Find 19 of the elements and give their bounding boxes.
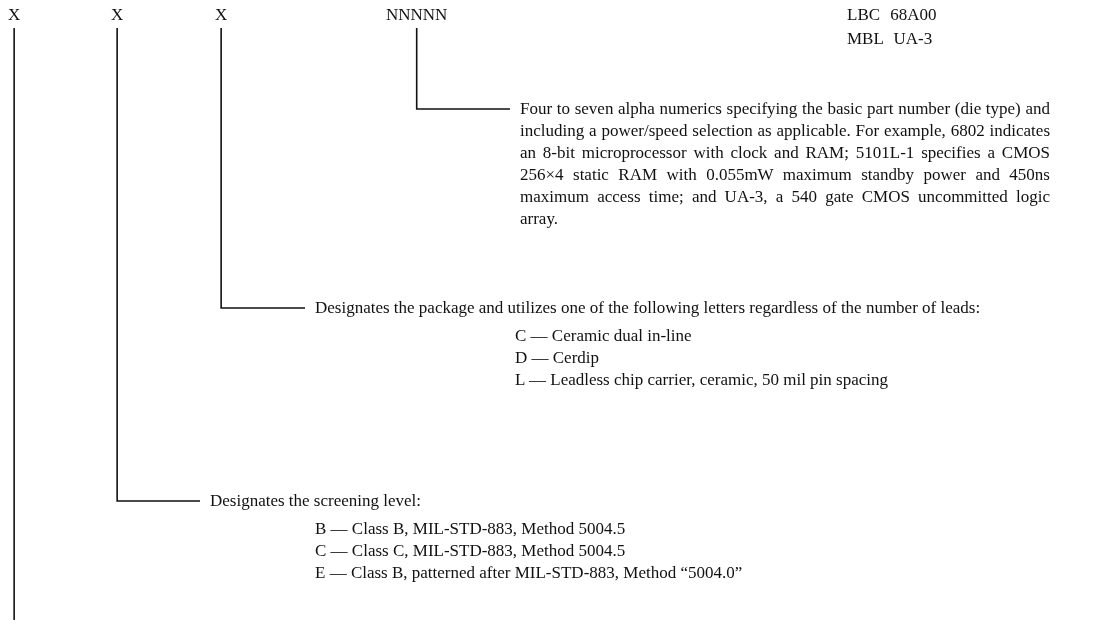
code-character: X [215,4,228,26]
option-text: L — Leadless chip carrier, ceramic, 50 mil pin spacing [515,369,889,391]
description-text: Four to seven alpha numerics specifying the basic part number (die type) and including a power/speed selection as applicable. For example, 6802 indicates an 8-bit microprocessor with clock and RAM; 5101L-1 specifies a CMOS 256×4 static RAM with 0.055mW maximum standby power and 450ns maximum access time; and UA-3, a 540 gate CMOS uncommitted logic array. [520,98,1050,230]
option-text: C — Class C, MIL-STD-883, Method 5004.5 [315,540,626,562]
description-text: Designates the package and utilizes one of the following letters regardless of the number of leads: [315,297,982,319]
option-text: C — Ceramic dual in-line [515,325,692,347]
option-text: D — Cerdip [515,347,600,369]
leader-line [116,27,201,502]
option-text: B — Class B, MIL-STD-883, Method 5004.5 [315,518,626,540]
part-number-example: LBC 68A00 [847,4,937,26]
code-character: X [8,4,21,26]
code-character: X [111,4,124,26]
part-number-example: MBL UA-3 [847,28,933,50]
option-text: E — Class B, patterned after MIL-STD-883, Method “5004.0” [315,562,743,584]
code-character: NNNNN [386,4,448,26]
leader-line [415,27,511,110]
description-text: Designates the screening level: [210,490,422,512]
leader-line [220,27,306,309]
leader-line [13,27,15,621]
